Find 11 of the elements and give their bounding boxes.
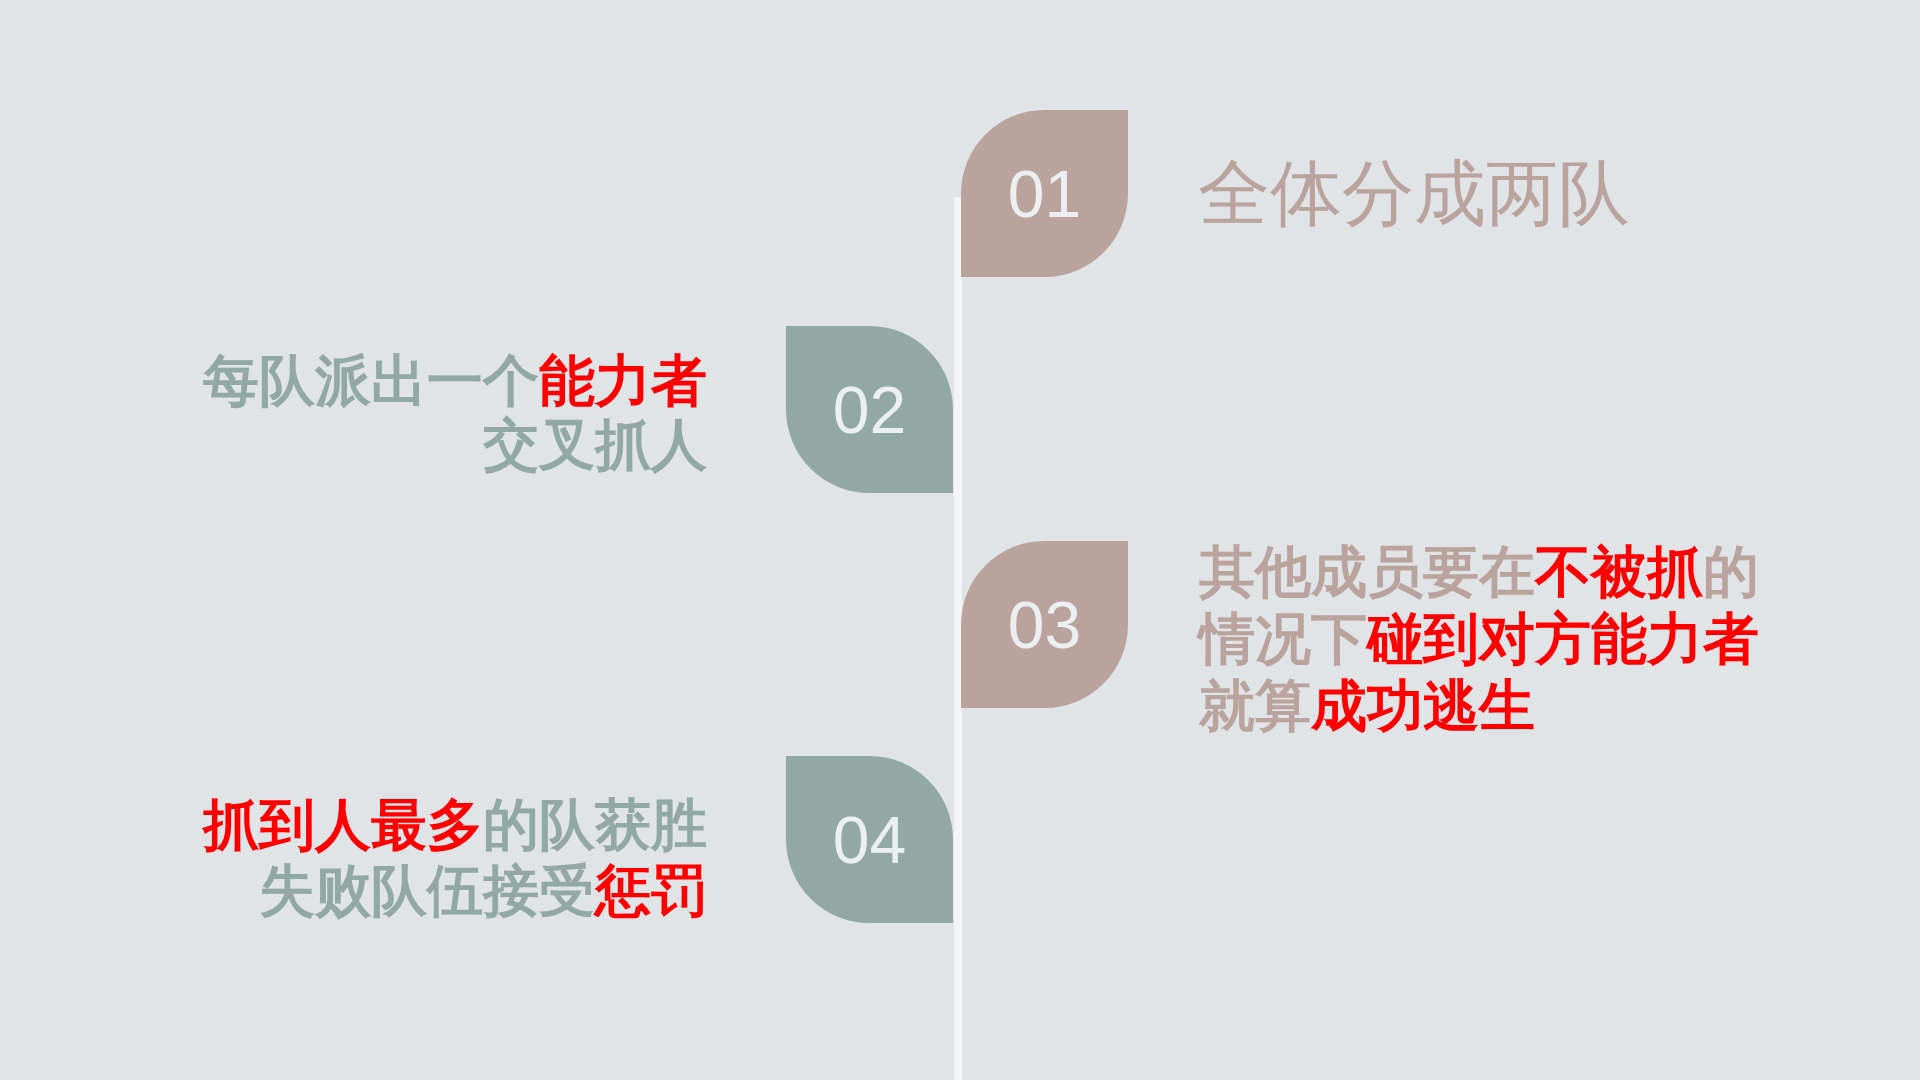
step-number: 02: [832, 376, 907, 443]
leaf-badge: [786, 756, 953, 923]
step-number: 03: [1007, 591, 1082, 658]
step-description: 全体分成两队: [1198, 150, 1630, 237]
leaf-badge: [961, 541, 1128, 708]
step-number: 04: [832, 806, 907, 873]
step-description: 每队派出一个能力者交叉抓人: [202, 349, 707, 478]
step-description: 抓到人最多的队获胜失败队伍接受惩罚: [201, 792, 707, 925]
leaf-badge: [786, 326, 953, 493]
leaf-badge: [961, 110, 1128, 277]
step-number: 01: [1007, 160, 1082, 227]
